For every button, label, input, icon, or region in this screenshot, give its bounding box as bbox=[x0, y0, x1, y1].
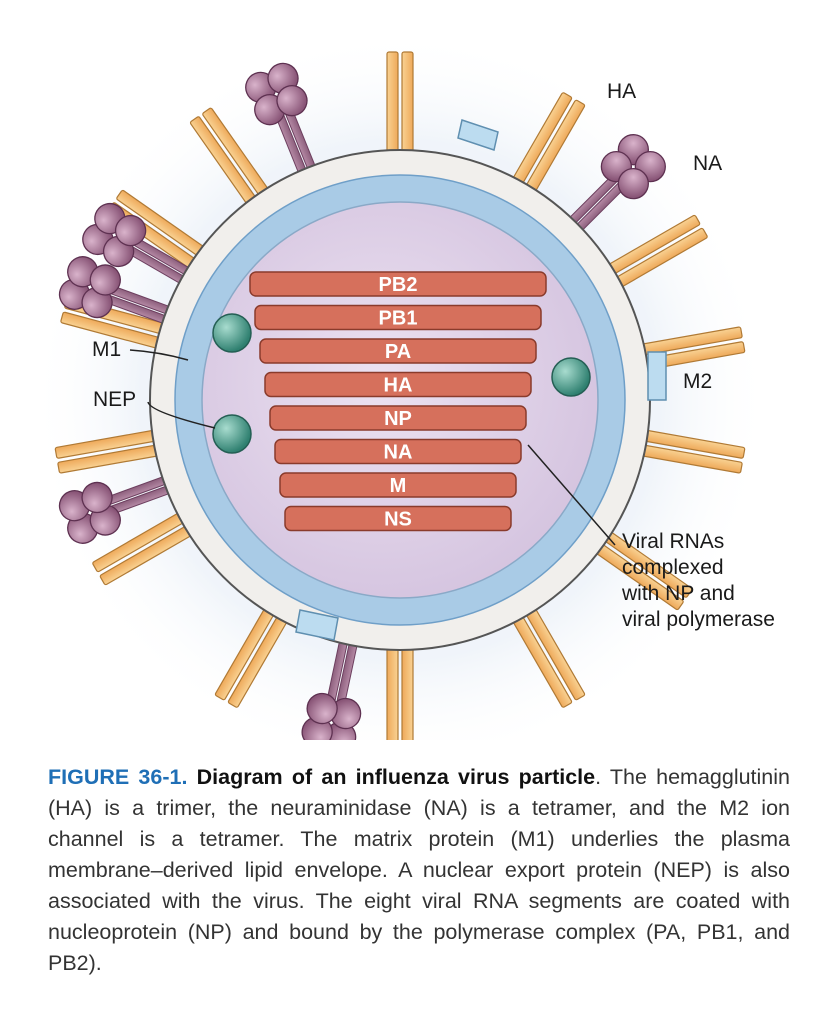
ha-spike bbox=[214, 598, 294, 708]
label-m2: M2 bbox=[683, 370, 712, 393]
virus-core bbox=[201, 201, 599, 599]
rna-segment-label: PA bbox=[385, 341, 411, 363]
nep-leader bbox=[147, 401, 216, 429]
m2-channel-bottom bbox=[295, 609, 339, 641]
label-viral-rnas-line-2: complexed bbox=[622, 556, 724, 579]
ha-spike-bar bbox=[386, 635, 399, 740]
m1-leader bbox=[129, 349, 189, 361]
label-viral-rnas-line-3: with NP and bbox=[621, 582, 735, 605]
na-spike bbox=[58, 256, 188, 331]
label-viral-rnas-line-4: viral polymerase bbox=[622, 608, 775, 631]
rna-segment-label: PB1 bbox=[379, 308, 418, 330]
nep-sphere-upper bbox=[212, 313, 252, 353]
label-viral-rnas: Viral RNAs complexed with NP and viral p… bbox=[621, 530, 775, 631]
na-head-ball bbox=[81, 481, 113, 514]
label-m1: M1 bbox=[92, 338, 121, 361]
m2-channel-top bbox=[457, 119, 499, 151]
na-head-ball bbox=[617, 167, 649, 200]
rna-segment-bar bbox=[249, 271, 547, 297]
rna-segment-bar bbox=[279, 472, 517, 498]
ha-spike bbox=[54, 427, 171, 474]
figure-number: FIGURE 36-1. bbox=[48, 765, 188, 789]
ha-spike bbox=[506, 598, 586, 708]
rna-segment-pb2: PB2 bbox=[249, 271, 547, 297]
ha-spike-bar bbox=[386, 51, 399, 165]
viral-rna-leader bbox=[527, 444, 616, 546]
rna-segment-bar bbox=[259, 338, 537, 364]
rna-segment-bar bbox=[269, 405, 527, 431]
rna-segment-label: NA bbox=[384, 442, 413, 464]
na-head-ball bbox=[114, 214, 147, 247]
label-na: NA bbox=[693, 152, 722, 175]
rna-segment-bar bbox=[284, 505, 512, 532]
leader-lines bbox=[129, 349, 616, 546]
rna-segment-label: NS bbox=[384, 509, 412, 531]
rna-segment-m: M bbox=[279, 472, 517, 498]
rna-segment-na: NA bbox=[274, 438, 522, 465]
rna-segment-pa: PA bbox=[259, 338, 537, 364]
m2-channels bbox=[295, 119, 667, 641]
rna-segment-bar bbox=[264, 371, 532, 398]
rna-segment-label: HA bbox=[384, 375, 413, 397]
m2-channel-right bbox=[647, 351, 667, 401]
rna-segment-label: NP bbox=[384, 408, 412, 430]
rna-segment-label: PB2 bbox=[379, 274, 418, 296]
rna-segment-np: NP bbox=[269, 405, 527, 431]
rna-segment-label: M bbox=[390, 475, 407, 497]
nep-spheres bbox=[212, 313, 591, 454]
rna-segment-bar bbox=[254, 304, 542, 331]
ha-spike bbox=[92, 506, 202, 586]
na-spike bbox=[245, 62, 323, 191]
na-head-ball bbox=[306, 692, 338, 725]
ha-spike-bar bbox=[401, 635, 414, 740]
nep-sphere-lower bbox=[212, 414, 252, 454]
rna-segment-pb1: PB1 bbox=[254, 304, 542, 331]
rna-segment-bar bbox=[274, 438, 522, 465]
ha-spike-bar bbox=[401, 51, 414, 165]
nep-sphere-right bbox=[551, 357, 591, 397]
label-nep: NEP bbox=[93, 388, 136, 411]
figure-title: Diagram of an influenza virus particle bbox=[196, 765, 596, 789]
rna-segment-ha: HA bbox=[264, 371, 532, 398]
rna-segment-ns: NS bbox=[284, 505, 512, 532]
figure-caption: FIGURE 36-1. Diagram of an influenza vir… bbox=[48, 762, 790, 979]
label-ha: HA bbox=[607, 80, 636, 103]
na-head-ball bbox=[276, 85, 308, 117]
figure-caption-body: . The hemagglutinin (HA) is a trimer, th… bbox=[48, 765, 790, 975]
label-viral-rnas-line-1: Viral RNAs bbox=[622, 530, 724, 553]
na-head-ball bbox=[89, 264, 121, 296]
ha-spike bbox=[598, 214, 708, 294]
